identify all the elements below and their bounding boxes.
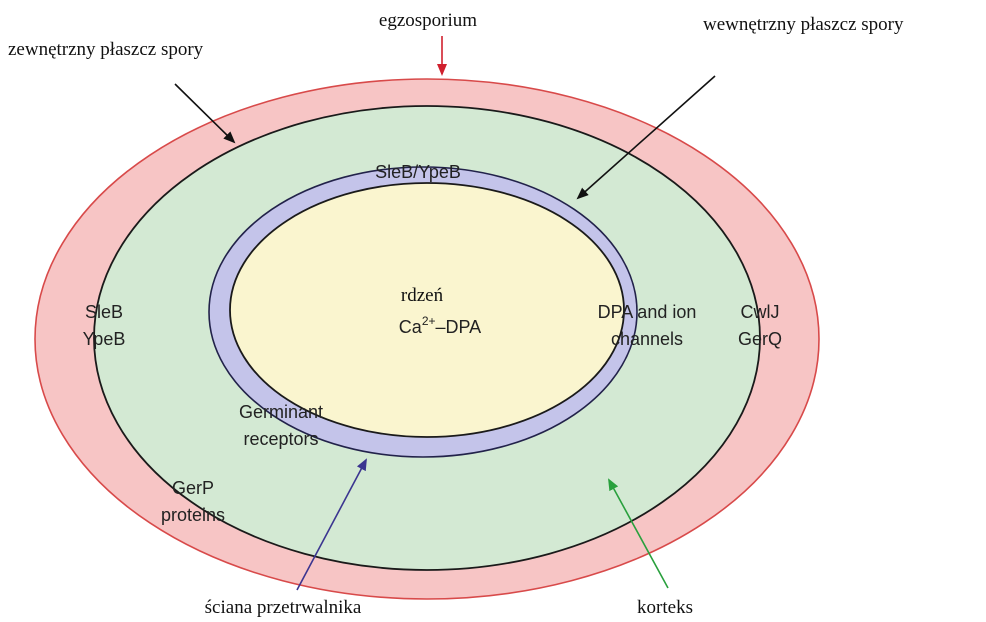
label-inner-coat: wewnętrzny płaszcz spory <box>703 14 904 35</box>
annotation-germinant-line2: receptors <box>243 429 318 449</box>
core-ca-superscript: 2+ <box>422 314 436 328</box>
annotation-dpa-line1: DPA and ion <box>598 302 697 322</box>
annotation-dpa-line2: channels <box>611 329 683 349</box>
core-content: Ca2+–DPA <box>399 314 481 337</box>
core-layer <box>230 183 624 437</box>
annotation-ypeb: YpeB <box>83 329 126 349</box>
annotation-gerq: GerQ <box>738 329 782 349</box>
annotation-gerp-line2: proteins <box>161 505 225 525</box>
annotation-gerp-line1: GerP <box>172 478 214 498</box>
core-dpa: –DPA <box>436 317 482 337</box>
annotation-germinant-line1: Germinant <box>239 402 323 422</box>
annotation-cwlj: CwlJ <box>741 302 780 322</box>
label-outer-coat: zewnętrzny płaszcz spory <box>8 39 204 60</box>
core-ca: Ca <box>399 317 423 337</box>
annotation-sleb: SleB <box>85 302 123 322</box>
label-spore-wall: ściana przetrwalnika <box>205 597 362 618</box>
label-cortex: korteks <box>637 597 693 618</box>
label-core: rdzeń <box>401 285 444 306</box>
annotation-sleb-ypeb-top: SleB/YpeB <box>375 162 461 182</box>
label-egzosporium: egzosporium <box>379 10 477 31</box>
